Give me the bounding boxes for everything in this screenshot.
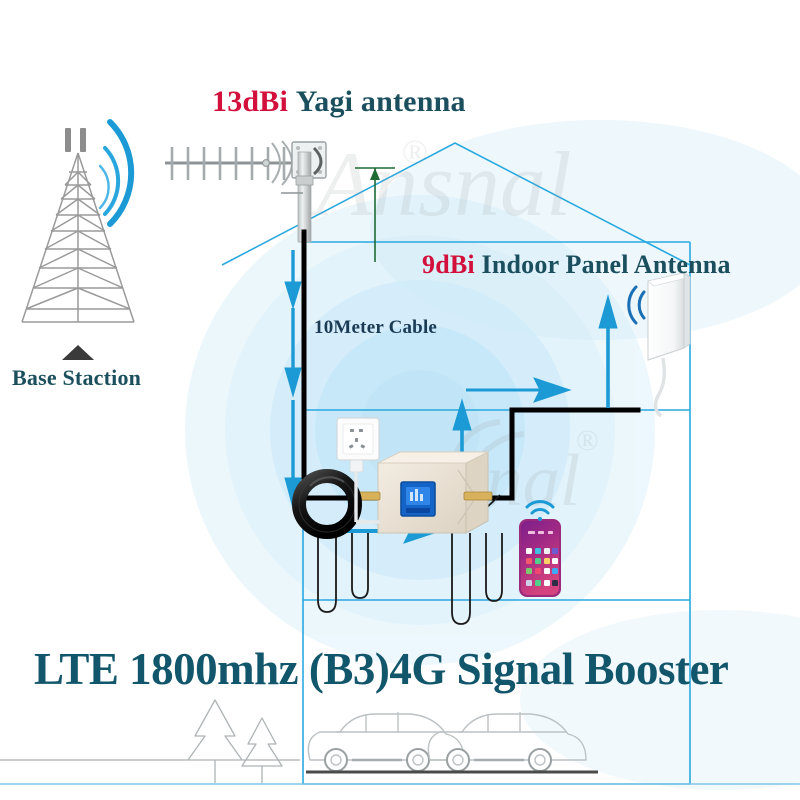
panel-gain-text: 9dBi (422, 250, 475, 279)
base-station-label: Base Staction (12, 365, 142, 390)
diagram-title: LTE 1800mhz (B3)4G Signal Booster (34, 644, 729, 694)
indoor-panel-antenna-label: 9dBi Indoor Panel Antenna (422, 250, 731, 280)
height-indicator (355, 167, 395, 262)
yagi-gain-text: 13dBi (212, 85, 289, 118)
phone-app-icons (526, 548, 558, 586)
cable-length-label: 10Meter Cable (314, 317, 438, 338)
yagi-antenna-label: 13dBi Yagi antenna (212, 85, 466, 119)
cell-tower (21, 119, 135, 360)
yagi-antenna (165, 140, 395, 262)
panel-name-text: Indoor Panel Antenna (481, 250, 731, 279)
yagi-name-text: Yagi antenna (295, 85, 466, 118)
coax-cable-run (301, 229, 641, 501)
yagi-mast (297, 151, 312, 243)
smartphone (519, 500, 561, 597)
svg-text:®: ® (576, 424, 599, 457)
trees (187, 699, 283, 783)
car-left (307, 712, 465, 772)
arrow-down-1 (284, 250, 302, 310)
arrow-down-2 (284, 308, 302, 398)
tower-antenna-panels (65, 128, 86, 152)
base-station-marker (62, 345, 94, 360)
power-outlet (336, 417, 380, 524)
cars (306, 712, 598, 774)
panel-signal-arcs (627, 285, 646, 325)
panel-antenna-cable (653, 357, 667, 418)
signal-booster (351, 451, 493, 534)
svg-text:Ansnal: Ansnal (310, 133, 572, 235)
power-plug (349, 459, 364, 473)
svg-text:®: ® (402, 134, 428, 171)
phone-wifi-icon (525, 500, 555, 521)
phone-status-bar (528, 531, 553, 534)
ground-line (0, 759, 800, 785)
arrow-right-upper (466, 377, 572, 403)
upper-signal-wash (370, 120, 800, 790)
indoor-panel-antenna (627, 272, 691, 418)
tower-signal-arcs (98, 119, 135, 227)
arrow-up-panel (598, 294, 618, 408)
brand-watermark: Ansnal ® (310, 133, 572, 235)
